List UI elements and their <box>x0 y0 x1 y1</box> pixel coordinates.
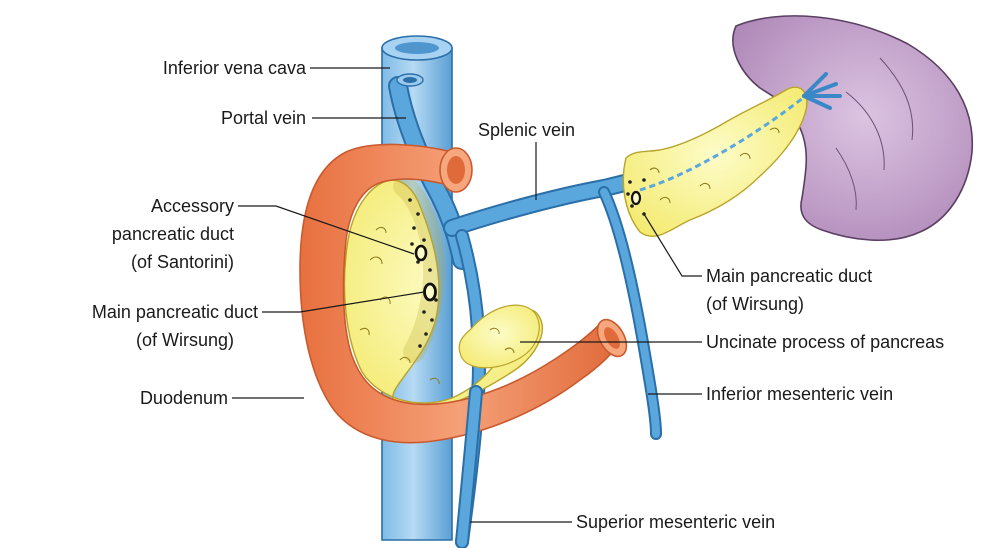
label-accessory-duct-line2: pancreatic duct <box>112 224 234 244</box>
label-superior-mesenteric-vein: Superior mesenteric vein <box>576 512 775 532</box>
label-uncinate-process: Uncinate process of pancreas <box>706 332 944 352</box>
accessory-duct-opening <box>416 246 426 260</box>
label-main-duct-right-line2: (of Wirsung) <box>706 294 804 314</box>
label-inferior-mesenteric-vein: Inferior mesenteric vein <box>706 384 893 404</box>
label-duodenum: Duodenum <box>140 388 228 408</box>
main-duct-opening <box>425 284 436 300</box>
label-accessory-duct-line1: Accessory <box>151 196 234 216</box>
label-main-duct-right-line1: Main pancreatic duct <box>706 266 872 286</box>
label-splenic-vein: Splenic vein <box>478 120 575 140</box>
label-main-duct-left-line1: Main pancreatic duct <box>92 302 258 322</box>
label-portal-vein: Portal vein <box>221 108 306 128</box>
label-inferior-vena-cava: Inferior vena cava <box>163 58 307 78</box>
label-accessory-duct-line3: (of Santorini) <box>131 252 234 272</box>
label-main-duct-left-line2: (of Wirsung) <box>136 330 234 350</box>
